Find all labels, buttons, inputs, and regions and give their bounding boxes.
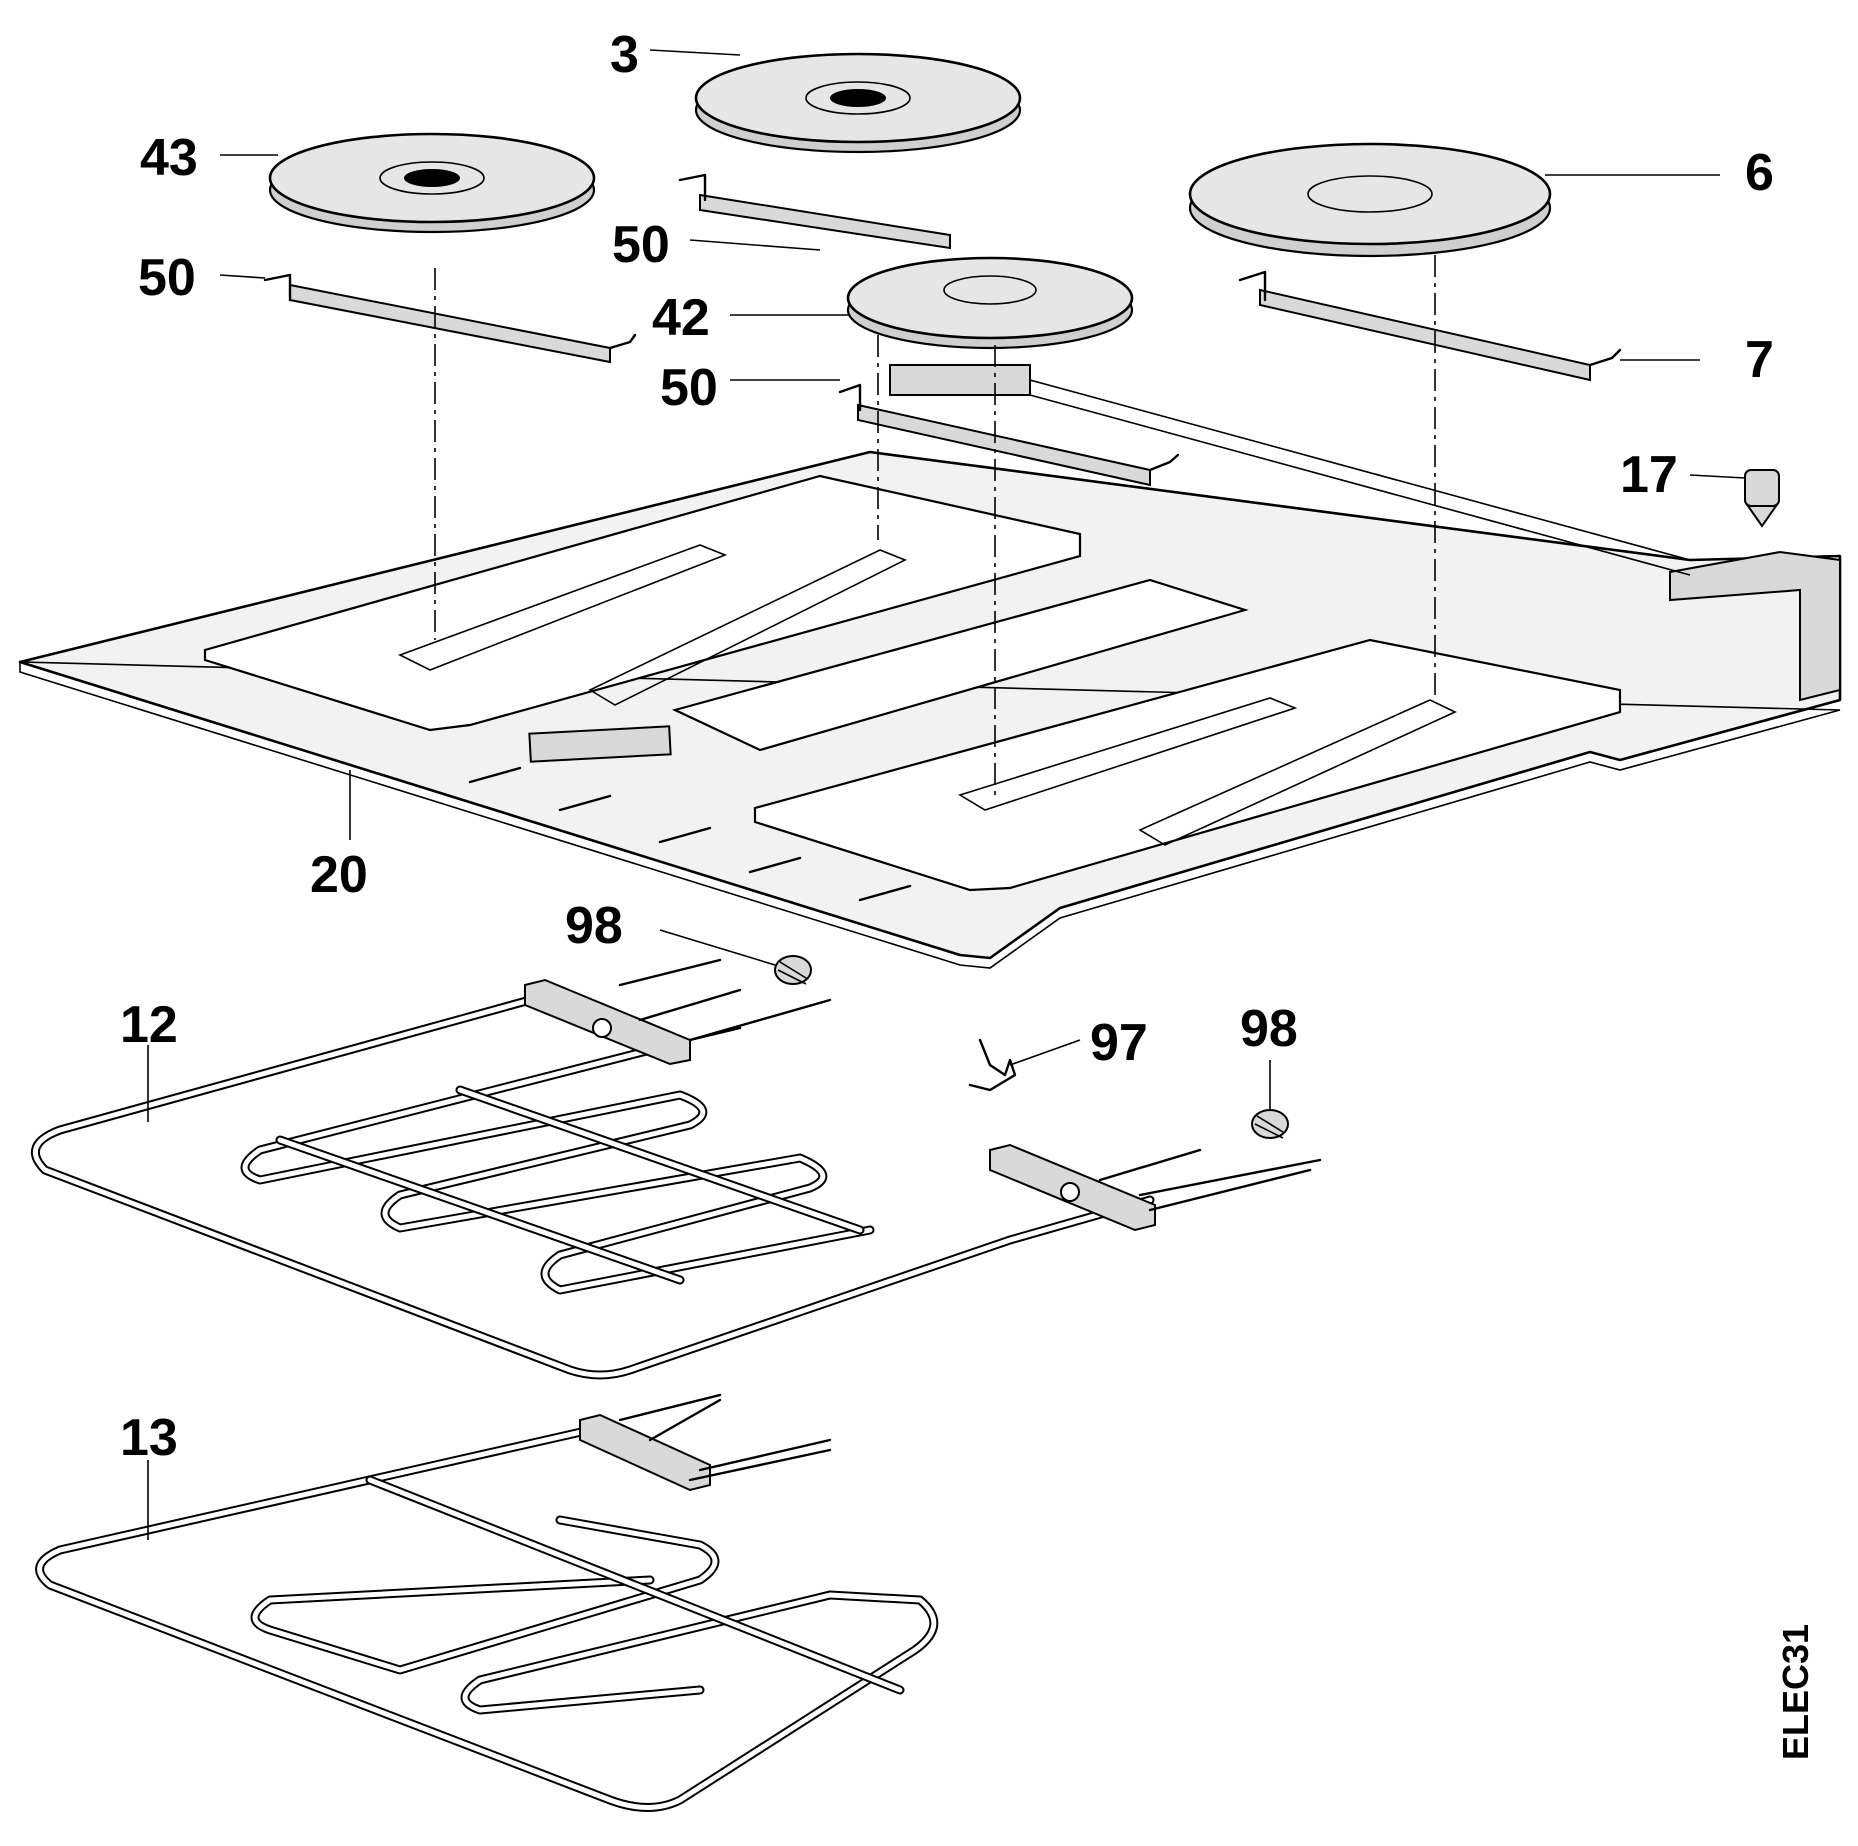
bracket-right	[1238, 270, 1622, 382]
callout-13: 13	[120, 1409, 178, 1467]
bracket-top	[678, 173, 951, 250]
document-code: ELEC31	[1775, 1624, 1816, 1760]
bracket-center	[838, 383, 1180, 487]
callout-98-lower: 98	[1240, 1000, 1298, 1058]
callout-7: 7	[1745, 331, 1774, 389]
callout-3: 3	[610, 26, 639, 84]
hotplate-42	[846, 256, 1134, 350]
panel-terminal-strips	[397, 544, 1457, 846]
clip-98-upper	[774, 955, 812, 985]
callout-50-center: 50	[660, 359, 718, 417]
callout-50-top: 50	[612, 216, 670, 274]
callout-42: 42	[652, 289, 710, 347]
hotplate-43	[268, 132, 596, 234]
callout-98-upper: 98	[565, 897, 623, 955]
clip-97	[968, 1038, 1017, 1092]
assembly-lines	[434, 255, 1436, 800]
front-vent-slots	[468, 766, 912, 902]
heating-element-12	[31, 958, 1322, 1380]
callout-20: 20	[310, 846, 368, 904]
callout-12: 12	[120, 996, 178, 1054]
cooktop-base-panel	[18, 450, 1842, 969]
callout-97: 97	[1090, 1014, 1148, 1072]
plug-17	[1744, 469, 1780, 528]
heating-element-13	[35, 1393, 939, 1812]
callout-6: 6	[1745, 144, 1774, 202]
clip-98-lower	[1251, 1109, 1289, 1139]
hotplate-3	[694, 52, 1022, 154]
callout-43: 43	[140, 129, 198, 187]
callout-17: 17	[1620, 446, 1678, 504]
bracket-left	[263, 273, 637, 364]
leader-lines	[147, 49, 1746, 1540]
callouts: 3 43 6 50 50 42 7 50 17 20 98 98 97 12 1…	[120, 26, 1774, 1467]
hotplate-6	[1188, 142, 1552, 258]
callout-50-left: 50	[138, 249, 196, 307]
